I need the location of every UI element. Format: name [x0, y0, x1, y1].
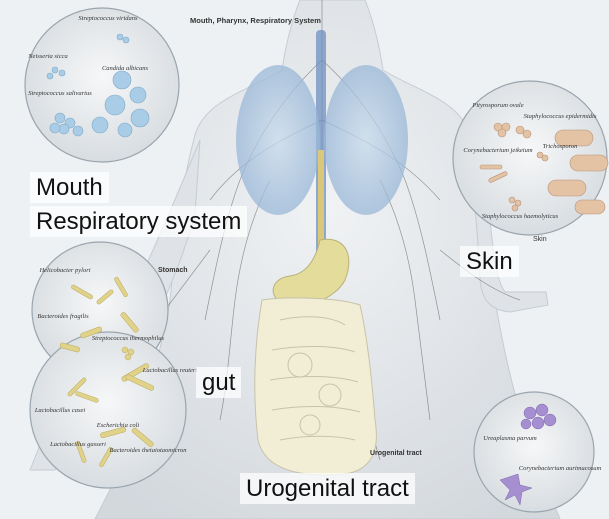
pityrosporum-label: Pityrosporum ovale: [471, 102, 523, 109]
skin-heading: Skin: [533, 236, 547, 243]
intestines: [255, 298, 377, 475]
ureaplasma-label: Ureaplasma parvum: [483, 435, 537, 442]
bacteroides-theta-label: Bacteroides thetaiotaomicron: [110, 447, 187, 454]
strep-salivarius-label: Streptococcus salivarius: [28, 90, 92, 97]
urogenital-caption: Urogenital tract: [240, 473, 415, 504]
strep-viridans-label: Streptococcus viridans: [78, 15, 138, 22]
bacteroides-fragilis-label: Bacteroides fragilis: [37, 313, 89, 320]
corynebacterium-label: Corynebacterium jeikeium: [463, 147, 532, 154]
mouth-caption: Mouth: [30, 172, 109, 203]
escherichia-label: Escherichia coli: [96, 422, 140, 429]
esophagus: [318, 150, 324, 245]
respiratory-heading: Mouth, Pharynx, Respiratory System: [190, 16, 321, 25]
lactobacillus-reuteri-label: Lactobacillus reuteri: [142, 367, 198, 374]
gut-caption: gut: [196, 367, 241, 398]
respiratory-caption: Respiratory system: [30, 206, 247, 237]
stomach-heading: Stomach: [158, 267, 188, 274]
helicobacter-label: Helicobacter pylori: [38, 267, 90, 274]
lactobacillus-casei-label: Lactobacillus casei: [34, 407, 86, 414]
left-lung: [236, 65, 320, 215]
staph-haemolyticus-label: Staphylococcus haemolyticus: [482, 213, 559, 220]
candida-label: Candida albicans: [102, 65, 149, 72]
right-lung: [324, 65, 408, 215]
respiratory-circle: [25, 8, 179, 162]
corynebacterium-aurim-label: Corynebacterium aurimucosum: [519, 465, 602, 472]
neisseria-label: Neisseria sicca: [27, 53, 68, 60]
strep-thermophilus-label: Streptococcus thermophilus: [92, 335, 165, 342]
staph-epidermidis-label: Staphylococcus epidermidis: [524, 113, 597, 120]
skin-caption: Skin: [460, 246, 519, 277]
lactobacillus-gasseri-label: Lactobacillus gasseri: [49, 441, 106, 448]
urogenital-heading: Urogenital tract: [370, 450, 422, 457]
trichosporon-label: Trichosporon: [543, 143, 578, 150]
